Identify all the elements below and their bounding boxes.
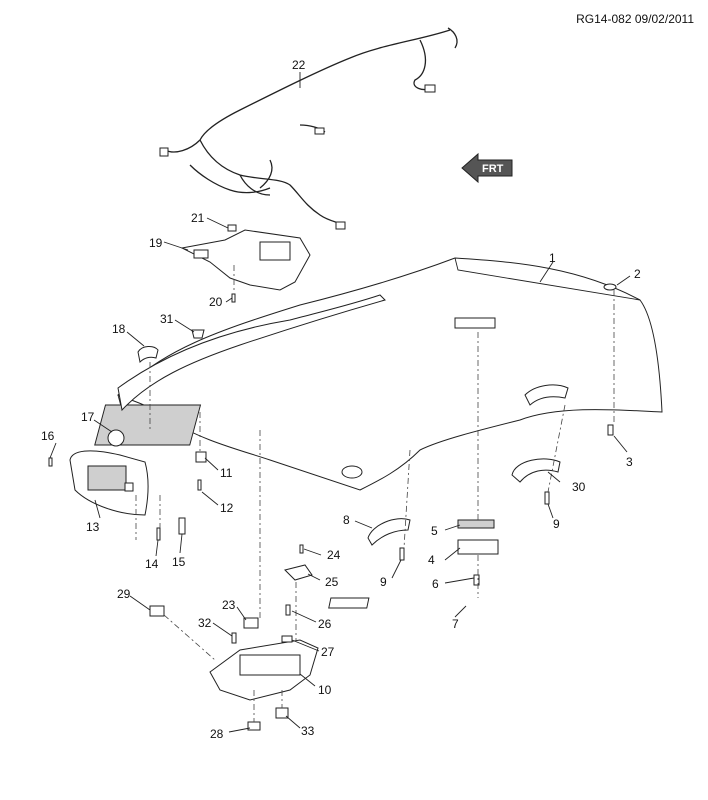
callout-2: 2 (634, 267, 641, 281)
callout-32: 32 (198, 616, 212, 630)
callout-31: 31 (160, 312, 174, 326)
overhead-console (209, 639, 319, 701)
headliner-clip-2 (603, 283, 617, 291)
callout-12: 12 (220, 501, 234, 515)
grip-screw-9b (544, 491, 550, 505)
callout-6: 6 (432, 577, 439, 591)
callout-15: 15 (172, 555, 186, 569)
callout-16: 16 (41, 429, 55, 443)
dome-lamp-bulb (473, 574, 480, 586)
visor-screw-16 (48, 457, 53, 467)
harness-29 (149, 605, 165, 617)
alignment-lines (135, 265, 615, 722)
front-direction-label: FRT (482, 163, 504, 175)
lamp-bracket-25 (284, 564, 313, 581)
callout-14: 14 (145, 557, 159, 571)
clip-28 (247, 721, 261, 731)
callout-23: 23 (222, 598, 236, 612)
assist-grip-front (367, 518, 411, 546)
callout-33: 33 (301, 724, 315, 738)
callout-17: 17 (81, 410, 95, 424)
callout-25: 25 (325, 575, 339, 589)
dome-lamp (457, 539, 499, 555)
headliner-panel (94, 257, 663, 491)
callout-11: 11 (220, 466, 233, 480)
assist-grip-rear (511, 458, 561, 483)
screw-24 (299, 544, 304, 554)
coat-hook-rear (524, 384, 569, 406)
callout-4: 4 (428, 553, 435, 567)
bracket-clip-11 (195, 451, 207, 463)
callout-5: 5 (431, 524, 438, 538)
callout-27: 27 (321, 645, 335, 659)
stud-26 (285, 604, 291, 616)
callout-26: 26 (318, 617, 332, 631)
visor-clip-18 (137, 346, 159, 364)
callout-28: 28 (210, 727, 224, 741)
visor-cover-15 (178, 517, 186, 535)
grip-screw-9a (399, 547, 405, 561)
document-id-label: RG14-082 09/02/2011 (576, 12, 694, 26)
dome-lamp-cover (328, 597, 370, 609)
callout-30: 30 (572, 480, 586, 494)
callout-21: 21 (191, 211, 205, 225)
roof-module-bracket (180, 229, 311, 291)
callout-1: 1 (549, 251, 556, 265)
callout-24: 24 (327, 548, 341, 562)
callout-labels: 1 2 3 4 5 6 7 8 9 9 10 11 12 13 14 15 16… (41, 58, 641, 741)
callout-20: 20 (209, 295, 223, 309)
clip-21 (227, 224, 237, 232)
callout-9-front: 9 (380, 575, 387, 589)
callout-19: 19 (149, 236, 163, 250)
visor-support-17 (107, 429, 125, 447)
callout-18: 18 (112, 322, 126, 336)
screw-20 (231, 293, 236, 303)
roof-rail-trim (117, 294, 386, 412)
screw-32 (231, 632, 237, 644)
callout-9-rear: 9 (553, 517, 560, 531)
front-direction-arrow-icon: FRT (461, 152, 513, 184)
callout-8: 8 (343, 513, 350, 527)
headliner-screw-3 (607, 424, 614, 436)
callout-22: 22 (292, 58, 306, 72)
sun-visor-assembly (69, 450, 149, 516)
bracket-23 (243, 617, 259, 629)
dome-lamp-lens (457, 519, 495, 529)
visor-screw-14 (156, 527, 161, 541)
bracket-screw-12 (197, 479, 202, 491)
clip-31 (191, 329, 205, 339)
callout-29: 29 (117, 587, 131, 601)
callout-13: 13 (86, 520, 100, 534)
callout-10: 10 (318, 683, 332, 697)
callout-3: 3 (626, 455, 633, 469)
clip-27 (281, 635, 293, 643)
callout-7: 7 (452, 617, 459, 631)
leader-lines (49, 72, 631, 733)
wiring-harness (159, 27, 458, 230)
